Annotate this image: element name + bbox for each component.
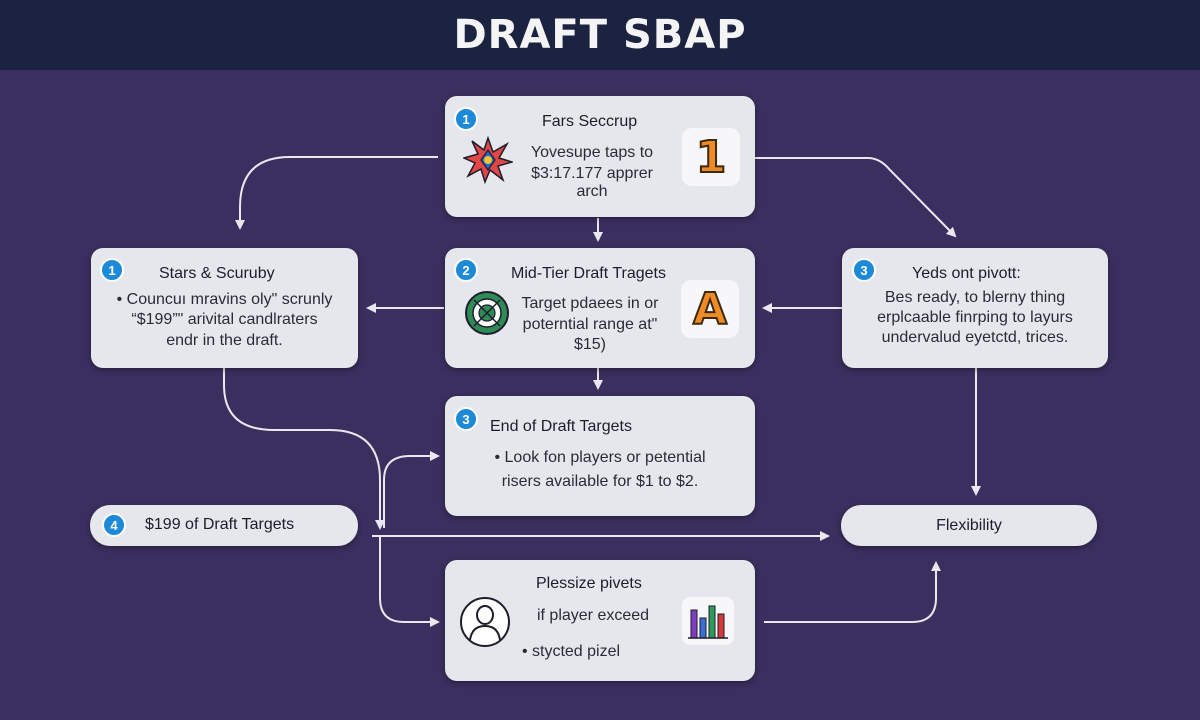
header-bar: DRAFT SBAP bbox=[0, 0, 1200, 70]
box-stars-scuruby: 1 Stars & Scuruby • Councuı mravins oly"… bbox=[91, 248, 358, 368]
page-title: DRAFT SBAP bbox=[453, 12, 747, 58]
number-one-tile-icon: 1 bbox=[682, 128, 740, 186]
box-line: endr in the draft. bbox=[166, 332, 283, 349]
box-heading: Mid-Tier Draft Tragets bbox=[511, 265, 666, 282]
box-line: erplcaable finrping to layurs bbox=[877, 309, 1073, 326]
pill-label: Flexibility bbox=[936, 516, 1002, 534]
box-yeds-ont-pivott: 3 Yeds ont pivott: Bes ready, to blerny … bbox=[842, 248, 1108, 368]
arrow-down-to-bottom bbox=[379, 536, 440, 627]
box-heading: Stars & Scuruby bbox=[159, 265, 275, 282]
box-line: arch bbox=[576, 183, 608, 200]
box-line: Bes ready, to blerny thing bbox=[884, 289, 1066, 306]
box-line: poterntial range at" bbox=[522, 316, 658, 333]
box-heading: Fars Seccrup bbox=[542, 113, 638, 130]
step-badge: 1 bbox=[454, 107, 478, 131]
box-line: • stycted pizel bbox=[521, 643, 621, 660]
box-line: $15) bbox=[573, 336, 607, 353]
arrow-top-to-left bbox=[235, 156, 438, 230]
box-line: undervalud eyetctd, trices. bbox=[881, 329, 1069, 346]
tile-letter: 1 bbox=[695, 131, 728, 184]
pill-draft-targets: 4 $199 of Draft Targets bbox=[90, 505, 358, 546]
box-end-of-draft-targets: 3 End of Draft Targets • Look fon player… bbox=[445, 396, 755, 516]
box-line: • Councuı mravins oly" scrunly bbox=[116, 291, 333, 308]
step-badge: 1 bbox=[100, 258, 124, 282]
arrow-bottom-to-flex bbox=[764, 561, 941, 623]
person-icon bbox=[460, 597, 510, 647]
starburst-icon bbox=[463, 136, 513, 184]
box-line: Yovesupe taps to bbox=[530, 144, 654, 161]
pill-flexibility: Flexibility bbox=[841, 505, 1097, 546]
box-mid-tier-draft-targets: 2 Mid-Tier Draft Tragets Target pdaees i… bbox=[445, 248, 755, 368]
letter-a-tile-icon: A bbox=[681, 280, 739, 338]
box-heading: Yeds ont pivott: bbox=[912, 265, 1021, 282]
arrow-top-to-right bbox=[754, 157, 957, 238]
bar-chart-icon bbox=[682, 597, 734, 645]
target-icon bbox=[465, 291, 509, 335]
box-fars-seccrup: 1 Fars Seccrup Yovesupe taps to $3:17.17… bbox=[445, 96, 755, 217]
step-badge: 3 bbox=[454, 407, 478, 431]
arrow-into-end bbox=[383, 451, 440, 528]
box-line: risers available for $1 to $2. bbox=[501, 473, 699, 490]
box-line: $3:17.177 apprer bbox=[531, 165, 653, 182]
step-badge: 4 bbox=[102, 513, 126, 537]
box-heading: End of Draft Targets bbox=[490, 418, 632, 435]
step-badge: 2 bbox=[454, 258, 478, 282]
box-line: “$199”" arivital candlraters bbox=[131, 311, 318, 328]
step-badge: 3 bbox=[852, 258, 876, 282]
pill-label: $199 of Draft Targets bbox=[145, 516, 295, 533]
arrow-left-down bbox=[223, 368, 385, 530]
tile-letter: A bbox=[692, 283, 728, 336]
box-line: Target pdaees in or bbox=[521, 295, 659, 312]
box-line: • Look fon players or petential bbox=[494, 449, 706, 466]
box-heading: Plessize pivets bbox=[536, 575, 642, 592]
box-line: if player exceed bbox=[536, 607, 650, 624]
box-plessize-pivets: Plessize pivets if player exceed • styct… bbox=[445, 560, 755, 681]
